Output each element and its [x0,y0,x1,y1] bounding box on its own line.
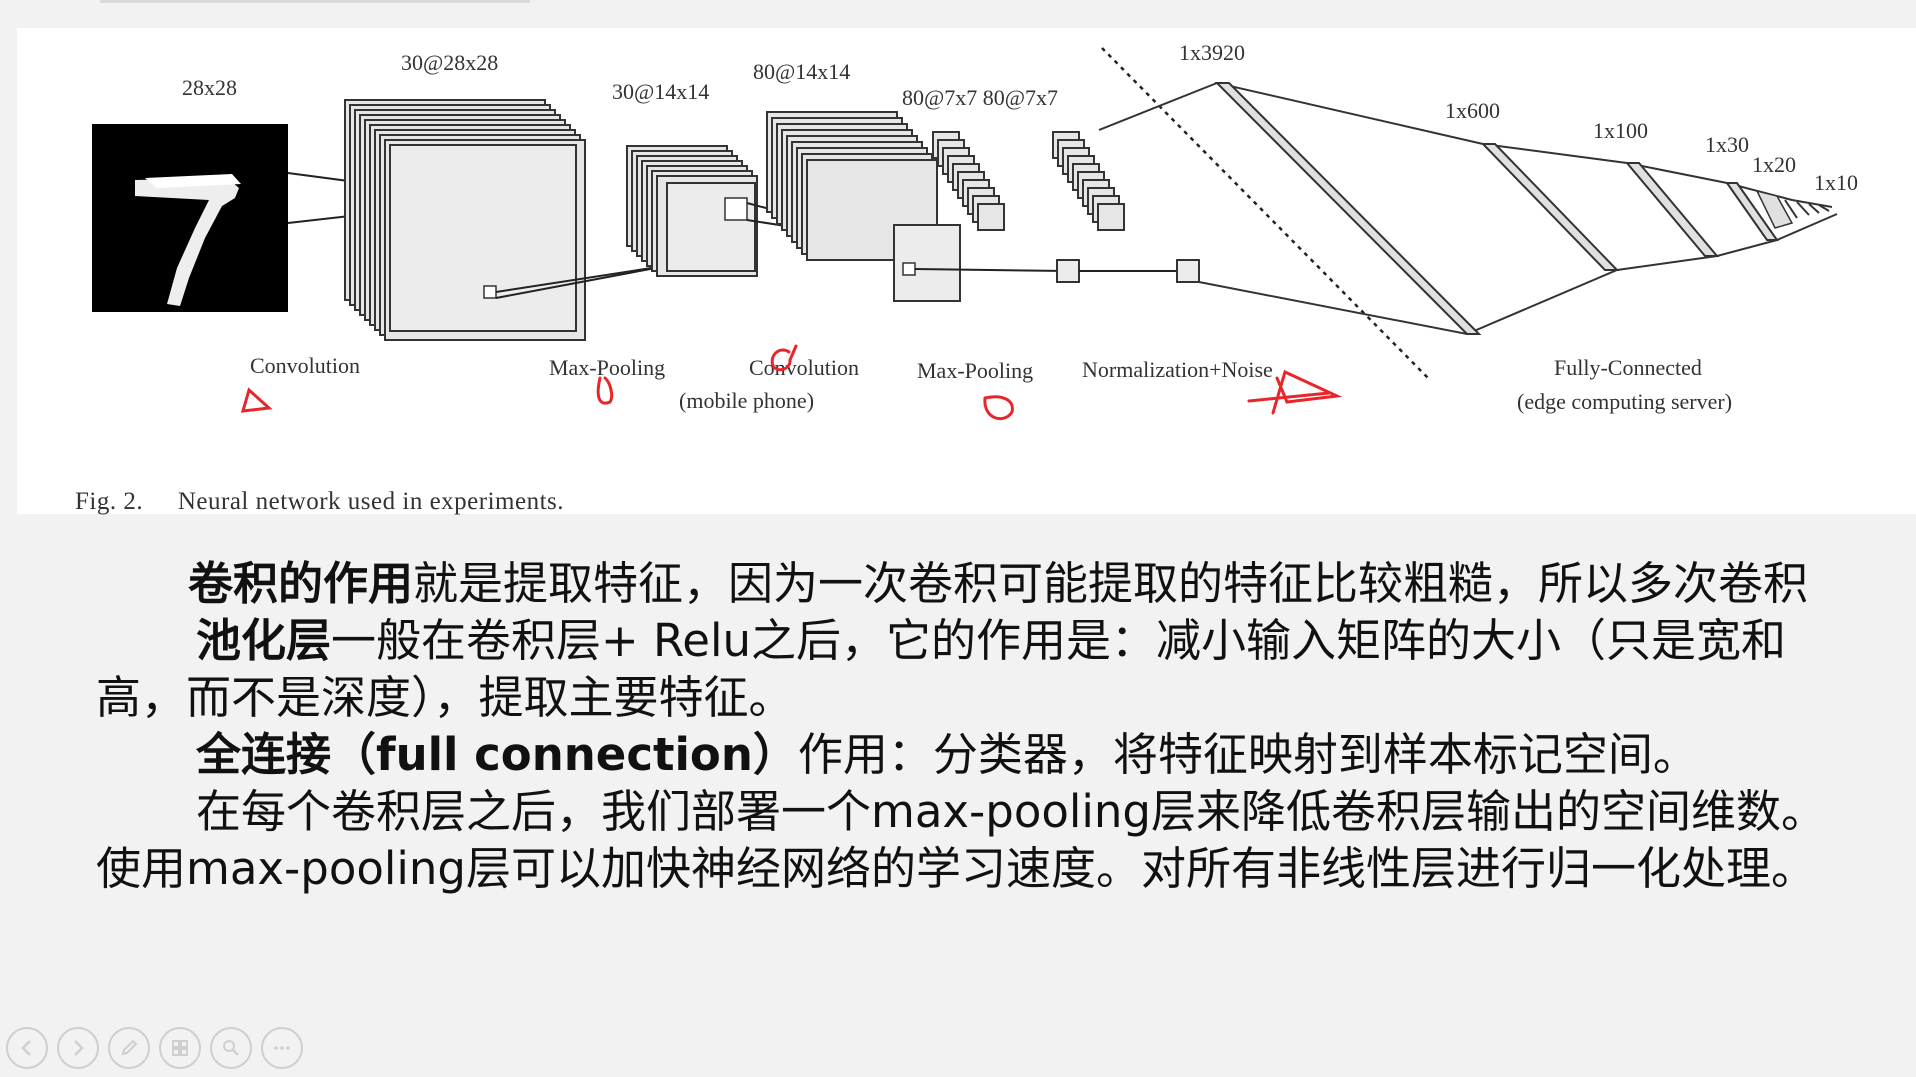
paragraph-max-pooling: 在每个卷积层之后，我们部署一个max-pooling层来降低卷积层输出的空间维数… [96,783,1856,897]
text-max-pooling: 在每个卷积层之后，我们部署一个max-pooling层来降低卷积层输出的空间维数… [96,785,1826,895]
norm-stack [1052,131,1200,283]
pool2-stack [932,131,1080,283]
pen-button[interactable] [108,1027,150,1069]
label-max-pooling-1: Max-Pooling [549,355,665,380]
label-fc3-size: 1x100 [1593,118,1648,143]
scribble-mark [1247,369,1343,415]
text-convolution: 就是提取特征，因为一次卷积可能提取的特征比较粗糙，所以多次卷积 [413,557,1809,610]
term-pooling: 池化层 [196,614,332,667]
handwritten-annotations [240,344,1343,421]
paragraph-full-connection: 全连接（full connection）作用：分类器，将特征映射到样本标记空间。 [96,726,1856,783]
text-full-connection: 作用：分类器，将特征映射到样本标记空间。 [797,728,1698,781]
label-normalization-noise: Normalization+Noise [1082,357,1273,382]
term-convolution: 卷积的作用 [188,557,414,610]
conv1-stack [344,99,586,341]
figure-panel: 28x28 30@28x28 30@14x14 80@14x14 80@7x7 … [17,28,1916,516]
paragraph-convolution: 卷积的作用就是提取特征，因为一次卷积可能提取的特征比较粗糙，所以多次卷积 [96,555,1856,612]
pool1-stack [626,145,758,277]
input-digit-image [92,124,288,312]
label-convolution-2: Convolution [749,355,859,380]
term-full-connection: 全连接（full connection） [196,728,798,781]
circle-mark-1 [596,376,614,405]
slideshow-toolbar [6,1027,303,1073]
figure-caption: Fig. 2. Neural network used in experimen… [75,488,564,516]
label-conv2-size: 80@14x14 [753,59,850,84]
label-input-size: 28x28 [182,75,237,100]
triangle-mark [240,387,273,413]
zoom-button[interactable] [210,1027,252,1069]
top-divider [100,0,530,3]
label-fc5-size: 1x20 [1752,152,1796,177]
body-text: 卷积的作用就是提取特征，因为一次卷积可能提取的特征比较粗糙，所以多次卷积 池化层… [96,555,1856,897]
label-pool2-size: 80@7x7 80@7x7 [902,85,1058,110]
more-icon [274,1046,290,1050]
label-max-pooling-2: Max-Pooling [917,358,1033,383]
label-fc6-size: 1x10 [1814,170,1858,195]
label-convolution: Convolution [250,353,360,378]
label-fc1-size: 1x3920 [1179,40,1245,65]
label-pool1-size: 30@14x14 [612,79,709,104]
label-mobile-phone: (mobile phone) [679,388,814,413]
network-diagram: 28x28 30@28x28 30@14x14 80@14x14 80@7x7 … [92,40,1858,421]
conv2-stack [766,111,961,302]
more-button[interactable] [261,1027,303,1069]
figure-number: Fig. 2. [75,488,144,515]
text-pooling: 一般在卷积层+ Relu之后，它的作用是：减小输入矩阵的大小（只是宽和高，而不是… [96,614,1786,724]
check-mark [770,344,798,372]
paragraph-pooling: 池化层一般在卷积层+ Relu之后，它的作用是：减小输入矩阵的大小（只是宽和高，… [96,612,1856,726]
zoom-icon [223,1040,239,1056]
pen-icon [121,1039,138,1056]
slides-button[interactable] [159,1027,201,1069]
prev-icon [21,1040,31,1056]
label-conv1-size: 30@28x28 [401,50,498,75]
label-fc4-size: 1x30 [1705,132,1749,157]
label-fully-connected: Fully-Connected [1554,355,1702,380]
fc-funnel [1098,81,1838,336]
label-fc2-size: 1x600 [1445,98,1500,123]
next-slide-button[interactable] [57,1027,99,1069]
prev-slide-button[interactable] [6,1027,48,1069]
figure-caption-text: Neural network used in experiments. [177,488,564,515]
circle-mark-2 [983,395,1014,421]
device-split-line [1101,47,1431,381]
label-edge-server: (edge computing server) [1517,389,1732,414]
slides-icon [172,1040,188,1056]
next-icon [74,1040,84,1056]
